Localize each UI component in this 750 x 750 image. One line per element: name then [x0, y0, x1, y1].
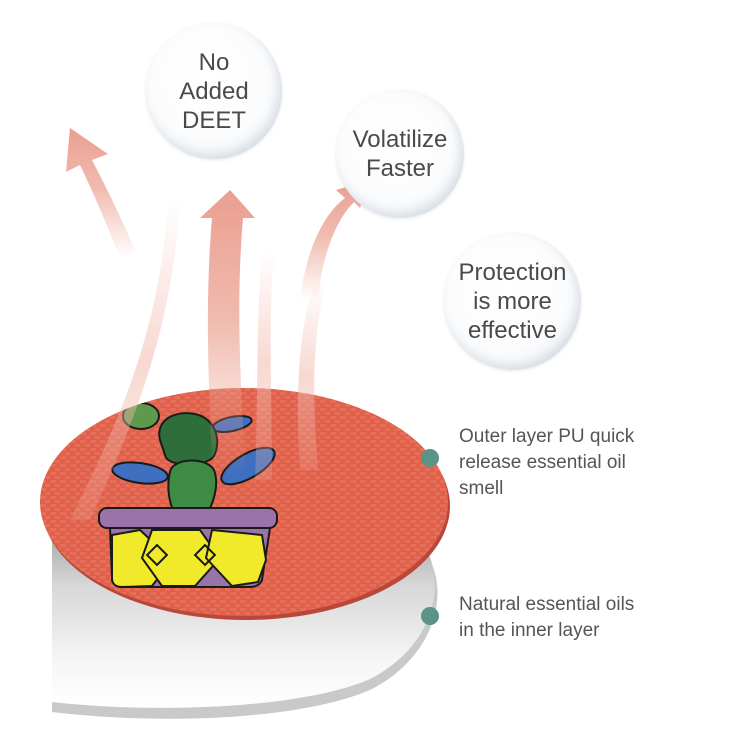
- feature-bubble-text: No Added DEET: [179, 48, 249, 134]
- cactus-pad-upper: [158, 412, 219, 466]
- feature-bubble-text: Protection is more effective: [458, 259, 567, 344]
- callout-dot-outer-layer: [421, 449, 439, 467]
- feature-bubble-text: Volatilize Faster: [352, 126, 448, 182]
- arrow-left: [66, 128, 135, 258]
- feature-bubble-protection: Protection is more effective: [444, 233, 581, 370]
- aroma-arrows: [66, 128, 370, 520]
- pot-rim: [98, 507, 278, 529]
- callout-inner-layer: Natural essential oils in the inner laye…: [459, 594, 635, 641]
- feature-bubble-no-deet: No Added DEET: [146, 23, 282, 159]
- aroma-streak-3: [297, 280, 327, 470]
- arrow-center: [200, 190, 255, 475]
- pot-diamond-3: [204, 528, 268, 588]
- pot-diamond-2: [140, 529, 222, 587]
- feature-bubble-volatilize-faster: Volatilize Faster: [336, 90, 464, 218]
- aroma-streak-2: [255, 250, 274, 480]
- aroma-streak-1: [70, 200, 180, 520]
- cactus-pad-lower: [167, 459, 218, 513]
- callout-dot-inner-layer: [421, 607, 439, 625]
- arrow-right: [300, 180, 370, 300]
- callout-outer-layer: Outer layer PU quick release essential o…: [459, 426, 635, 499]
